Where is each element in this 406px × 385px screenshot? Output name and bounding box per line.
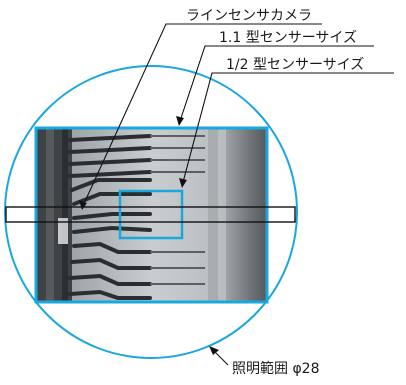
sensor-11-rect — [34, 126, 269, 304]
leader-line-sensor — [81, 23, 322, 209]
arrow-head-icon — [209, 346, 219, 355]
leader-sensor-11 — [178, 45, 374, 125]
specimen-photo — [36, 128, 267, 302]
label-sensor-12: 1/2 型センサーサイズ — [226, 57, 364, 73]
arrow-head-icon — [176, 116, 184, 126]
leader-sensor-12 — [181, 72, 394, 187]
label-line-sensor-camera: ラインセンサカメラ — [186, 8, 312, 24]
sensor-12-rect — [118, 189, 184, 240]
arrow-head-icon — [179, 178, 187, 188]
leader-arrow-icons — [79, 116, 219, 355]
leader-lines — [81, 23, 394, 366]
label-sensor-11: 1.1 型センサーサイズ — [219, 30, 357, 46]
label-illumination: 照明範囲 φ28 — [232, 360, 320, 377]
arrow-head-icon — [79, 200, 87, 210]
line-sensor-rect — [5, 206, 296, 223]
illumination-circle — [4, 65, 298, 359]
